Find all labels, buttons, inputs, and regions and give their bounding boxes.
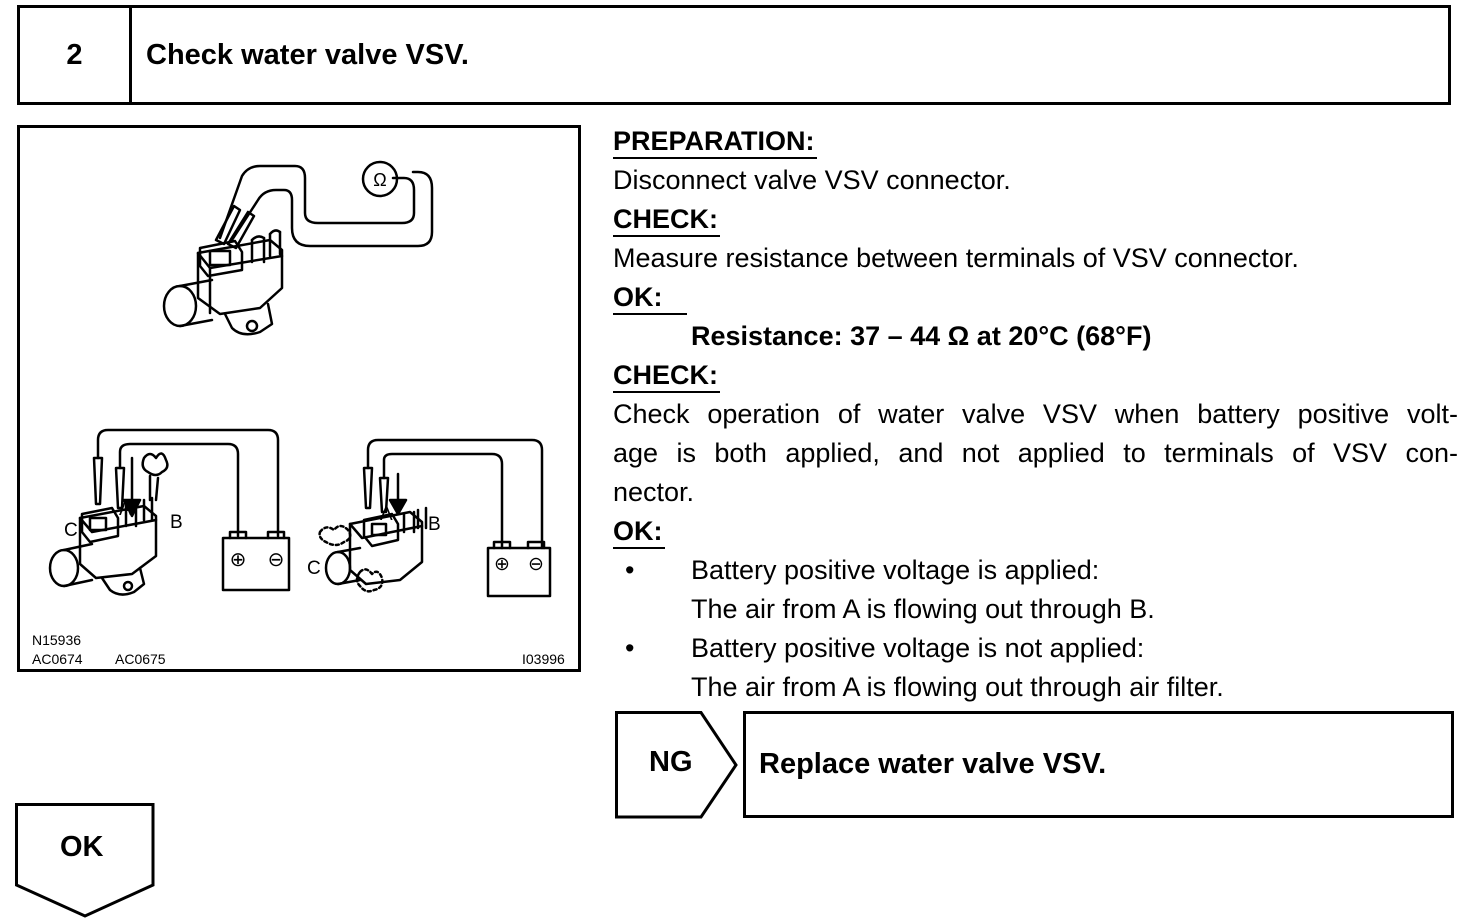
check-text-2-line-3: nector. <box>613 477 695 507</box>
procedure-text: PREPARATION: Disconnect valve VSV connec… <box>613 122 1458 707</box>
battery-minus-right: ⊖ <box>528 554 544 575</box>
label-b-left: B <box>170 512 183 533</box>
preparation-heading: PREPARATION: <box>613 125 817 159</box>
figure-code-3: AC0675 <box>115 651 166 667</box>
ok-heading-1: OK: <box>613 281 687 315</box>
step-header: 2 Check water valve VSV. <box>17 5 1451 105</box>
check-text-2-line-2: age is both applied, and not applied to … <box>613 438 1458 468</box>
vsv-illustration: Ω A B C A B C ⊕ ⊖ ⊕ ⊖ N15936 AC0674 AC06… <box>17 125 581 672</box>
figure-code-2: AC0674 <box>32 651 83 667</box>
check-heading-1: CHECK: <box>613 203 720 237</box>
resistance-spec: Resistance: 37 – 44 Ω at 20°C (68°F) <box>691 321 1152 351</box>
bullet-not-applied: • Battery positive voltage is not applie… <box>613 629 1458 668</box>
bullet-not-applied-condition: Battery positive voltage is not applied: <box>691 633 1145 663</box>
vsv-diagram-drawing: Ω A B C A B C ⊕ ⊖ ⊕ ⊖ <box>48 160 552 598</box>
ok-heading-2: OK: <box>613 515 665 549</box>
ng-action-box: Replace water valve VSV. <box>743 711 1454 818</box>
bullet-not-applied-result: The air from A is flowing out through ai… <box>691 672 1224 702</box>
bullet-dot: • <box>625 633 635 663</box>
step-number: 2 <box>20 8 132 102</box>
ng-arrow-shape <box>615 711 738 819</box>
bullet-applied-condition: Battery positive voltage is applied: <box>691 555 1100 585</box>
ohm-meter-symbol: Ω <box>373 170 386 190</box>
battery-minus-left: ⊖ <box>268 549 285 571</box>
step-title: Check water valve VSV. <box>146 38 469 71</box>
label-c-right: C <box>307 558 321 579</box>
label-b-right: B <box>428 514 441 535</box>
ok-arrow-shape <box>15 803 155 918</box>
bullet-dot: • <box>625 555 635 585</box>
ng-label: NG <box>649 746 693 778</box>
check-heading-2: CHECK: <box>613 359 720 393</box>
preparation-text: Disconnect valve VSV connector. <box>613 165 1011 195</box>
ng-branch-box: NG <box>615 711 739 826</box>
check-text-2-line-1: Check operation of water valve VSV when … <box>613 399 1458 429</box>
label-a-left: A <box>119 499 132 520</box>
figure-code-4: I03996 <box>522 651 565 667</box>
label-a-right: A <box>380 504 393 525</box>
ok-branch-box: OK <box>15 803 157 924</box>
battery-plus-right: ⊕ <box>494 554 510 575</box>
figure-code-1: N15936 <box>32 632 82 648</box>
ng-action-text: Replace water valve VSV. <box>759 748 1107 780</box>
check-text-1: Measure resistance between terminals of … <box>613 243 1299 273</box>
ok-label: OK <box>60 831 104 863</box>
label-c-left: C <box>64 520 78 541</box>
bullet-applied-result: The air from A is flowing out through B. <box>691 594 1155 624</box>
bullet-applied: • Battery positive voltage is applied: <box>613 551 1458 590</box>
battery-plus-left: ⊕ <box>230 549 247 571</box>
